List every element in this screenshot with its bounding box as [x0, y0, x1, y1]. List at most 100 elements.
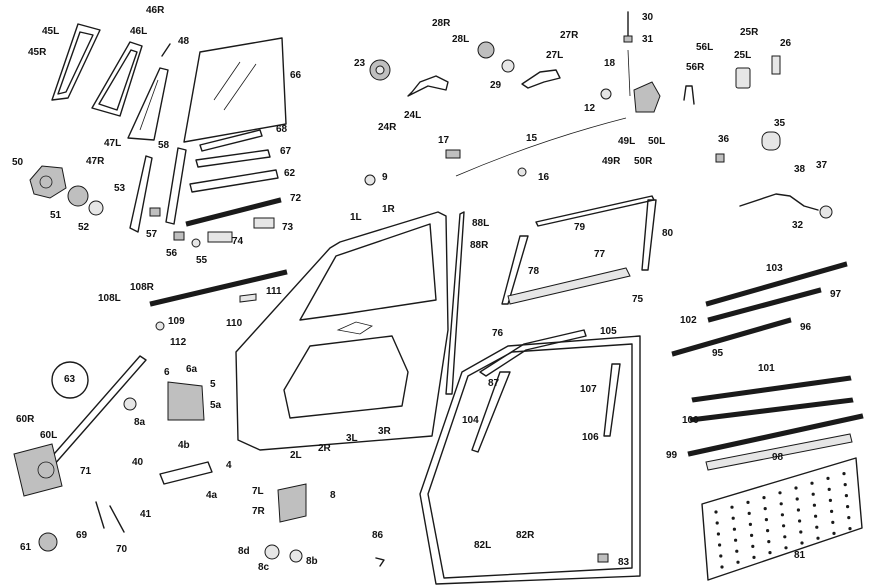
part-31-nut [623, 35, 633, 43]
label-82r: 82R [516, 530, 535, 541]
label-4a: 4a [206, 490, 218, 501]
part-17-clip [445, 149, 461, 159]
perforation-hole [783, 535, 787, 539]
perforation-hole [766, 529, 770, 533]
perforation-hole [794, 486, 798, 490]
label-16: 16 [538, 172, 550, 183]
label-62: 62 [284, 168, 296, 179]
label-41: 41 [140, 509, 152, 520]
label-37: 37 [816, 160, 828, 171]
perforation-hole [814, 514, 818, 518]
part-48-rivet [161, 43, 171, 57]
perforation-hole [826, 476, 830, 480]
perforation-hole [735, 549, 739, 553]
label-50r: 50R [634, 156, 653, 167]
label-30: 30 [642, 12, 654, 23]
part-53-guide [129, 155, 153, 233]
perforation-hole [750, 533, 754, 538]
perforation-hole [734, 538, 738, 542]
label-108r: 108R [130, 282, 154, 293]
part-103-moulding [705, 261, 848, 307]
perforation-hole [731, 516, 735, 520]
label-18: 18 [604, 58, 616, 69]
perforation-hole [716, 532, 721, 536]
part-108-strip [149, 269, 288, 307]
perforation-hole [827, 487, 831, 491]
label-80: 80 [662, 228, 674, 239]
part-29-washer [501, 59, 515, 73]
part-81-perforations [714, 472, 852, 569]
part-99-moulding [687, 413, 864, 457]
label-52: 52 [78, 222, 90, 233]
part-6-remote-control [167, 381, 205, 421]
part-63-callout-ring [51, 361, 89, 399]
label-100: 100 [682, 415, 699, 426]
label-102: 102 [680, 315, 697, 326]
label-110: 110 [226, 318, 243, 329]
part-28-cup [477, 41, 495, 59]
label-27l: 27L [546, 50, 564, 61]
part-35-escutcheon [761, 131, 781, 151]
label-8b: 8b [306, 556, 318, 567]
part-26-plate [771, 55, 781, 75]
label-105: 105 [600, 326, 617, 337]
perforation-hole [719, 554, 723, 558]
perforation-hole [844, 494, 849, 498]
part-105-strip [479, 329, 587, 377]
perforation-hole [751, 544, 755, 549]
label-8a: 8a [134, 417, 146, 428]
label-67: 67 [280, 146, 292, 157]
label-1l: 1L [350, 212, 362, 223]
label-86: 86 [372, 530, 384, 541]
label-82l: 82L [474, 540, 492, 551]
part-51-gear [67, 185, 89, 207]
label-27r: 27R [560, 30, 579, 41]
label-53: 53 [114, 183, 126, 194]
perforation-hole [843, 483, 847, 487]
label-23: 23 [354, 58, 366, 69]
label-49l: 49L [618, 136, 636, 147]
part-75-strip [507, 267, 631, 305]
part-8a-screw [123, 397, 137, 411]
perforation-hole [847, 516, 851, 520]
label-40: 40 [132, 457, 144, 468]
part-67-channel [195, 149, 271, 168]
perforation-hole [718, 543, 722, 547]
label-5a: 5a [210, 400, 222, 411]
label-68: 68 [276, 124, 288, 135]
part-58-guide [165, 147, 187, 225]
label-1r: 1R [382, 204, 395, 215]
label-4b: 4b [178, 440, 190, 451]
label-70: 70 [116, 544, 128, 555]
part-24-bracket [407, 75, 449, 97]
label-8: 8 [330, 490, 336, 501]
label-111: 111 [266, 286, 282, 297]
part-18-rod [627, 49, 631, 97]
label-75: 75 [632, 294, 644, 305]
perforation-hole [715, 521, 719, 525]
label-46r: 46R [146, 5, 165, 16]
label-49r: 49R [602, 156, 621, 167]
label-109: 109 [168, 316, 185, 327]
label-45r: 45R [28, 47, 47, 58]
label-103: 103 [766, 263, 783, 274]
perforation-hole [767, 540, 771, 544]
label-56r: 56R [686, 62, 705, 73]
perforation-hole [800, 541, 804, 545]
part-62-lift-channel [189, 169, 279, 193]
part-46-vent-window [91, 41, 143, 117]
part-72-strip [185, 197, 282, 227]
perforation-hole [798, 519, 802, 523]
label-63: 63 [64, 374, 76, 385]
perforation-hole [720, 565, 724, 569]
part-81-door-panel [701, 457, 863, 581]
part-69-70-links [95, 501, 125, 533]
part-79-strip [535, 195, 655, 227]
label-106: 106 [582, 432, 599, 443]
label-66: 66 [290, 70, 302, 81]
perforation-hole [780, 513, 785, 517]
perforation-hole [748, 522, 753, 527]
label-26: 26 [780, 38, 792, 49]
label-60l: 60L [40, 430, 58, 441]
label-48: 48 [178, 36, 190, 47]
